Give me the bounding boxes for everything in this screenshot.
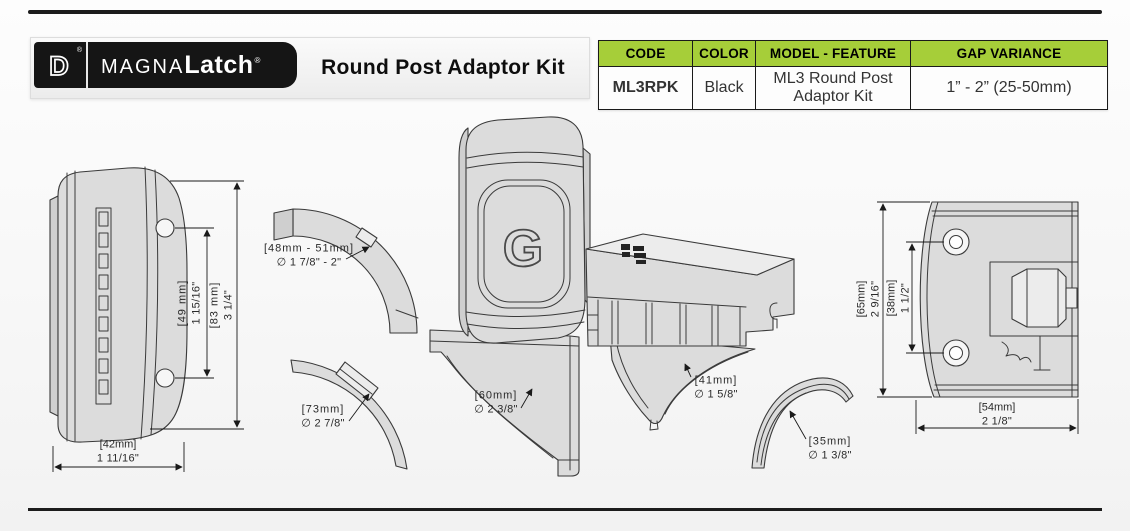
adaptor-73mm-drawing — [290, 359, 408, 470]
dim-label-41mm: [41mm] ∅ 1 5/8" — [694, 374, 737, 403]
flare-60mm-drawing — [429, 329, 580, 477]
dim-diameter: ∅ 1 5/8" — [694, 389, 738, 401]
dim-label-width-left: [42mm] 1 11/16" — [97, 438, 139, 467]
dim-mm: [65mm] — [855, 280, 868, 318]
left-plate-drawing — [49, 166, 244, 472]
dim-mm: [41mm] — [694, 374, 738, 387]
dim-mm: [49 mm] — [176, 279, 189, 327]
spec-header-code: CODE — [598, 40, 693, 67]
dim-label-hole-span-left: [49 mm] 1 15/16" — [176, 280, 205, 327]
registered-mark: ® — [76, 47, 82, 54]
adaptor-48mm-drawing — [273, 208, 419, 334]
brand-latch: Latch — [184, 50, 254, 79]
arm-logo-mark — [621, 244, 646, 264]
dim-inches: 2 1/8" — [981, 416, 1013, 428]
left-plate-dimensions — [52, 180, 244, 472]
rib-strip — [98, 211, 109, 395]
top-rule — [28, 10, 1102, 14]
dim-label-width-right: [54mm] 2 1/8" — [979, 401, 1016, 430]
dim-label-48mm: [48mm - 51mm] ∅ 1 7/8" - 2" — [264, 242, 354, 271]
spec-header-gap: GAP VARIANCE — [910, 40, 1108, 67]
bottom-rule — [28, 508, 1102, 511]
striker-arm-drawing — [585, 233, 795, 347]
dim-diameter: ∅ 1 3/8" — [808, 450, 852, 462]
magnalatch-body-drawing: G — [458, 116, 591, 344]
spring-detail — [1001, 341, 1032, 363]
dim-label-35mm: [35mm] ∅ 1 3/8" — [808, 435, 851, 464]
flare-41mm-drawing — [609, 335, 756, 431]
dim-inches: 1 15/16" — [191, 281, 203, 325]
dim-inches: 1 11/16" — [96, 453, 140, 465]
dim-label-height-left: [83 mm] 3 1/4" — [208, 282, 237, 329]
mount-hole — [155, 218, 175, 238]
dim-diameter: ∅ 2 7/8" — [301, 418, 345, 430]
dim-mm: [60mm] — [474, 389, 518, 402]
dim-label-60mm: [60mm] ∅ 2 3/8" — [474, 389, 517, 418]
right-plate-drawing — [877, 201, 1079, 434]
dim-mm: [48mm - 51mm] — [263, 242, 355, 255]
adjuster-bolt — [1011, 268, 1078, 328]
spec-table: CODE COLOR MODEL - FEATURE GAP VARIANCE … — [598, 40, 1108, 110]
spec-header-row: CODE COLOR MODEL - FEATURE GAP VARIANCE — [598, 40, 1108, 67]
dim-mm: [38mm] — [885, 279, 898, 317]
dim-mm: [83 mm] — [208, 281, 221, 329]
page-title: Round Post Adaptor Kit — [321, 56, 565, 79]
spec-gap: 1” - 2” (25-50mm) — [910, 66, 1108, 110]
dim-mm: [42mm] — [99, 438, 137, 451]
dim-label-73mm: [73mm] ∅ 2 7/8" — [301, 403, 344, 432]
registered-mark: ® — [254, 55, 261, 65]
dim-inches: 3 1/4" — [223, 289, 235, 321]
dim-label-hole-span-right: [38mm] 1 1/2" — [885, 280, 914, 317]
spec-color: Black — [692, 66, 756, 110]
pin-detail — [1033, 335, 1051, 371]
dd-logo: D ® — [34, 42, 88, 88]
dim-label-height-right: [65mm] 2 9/16" — [855, 281, 884, 318]
dd-logo-icon: D — [48, 50, 69, 82]
brand-magna: MAGNA — [101, 55, 185, 78]
spec-data-row: ML3RPK Black ML3 Round Post Adaptor Kit … — [598, 66, 1108, 110]
dim-diameter: ∅ 2 3/8" — [474, 404, 518, 416]
spec-code: ML3RPK — [598, 66, 693, 110]
dim-mm: [54mm] — [978, 401, 1016, 414]
spec-model: ML3 Round Post Adaptor Kit — [755, 66, 911, 110]
right-plate-dimensions — [877, 201, 1079, 434]
dim-inches: 1 1/2" — [900, 282, 912, 314]
latch-emblem: G — [503, 220, 543, 278]
svg-text:D: D — [49, 51, 69, 81]
spec-header-color: COLOR — [692, 40, 756, 67]
dim-mm: [35mm] — [808, 435, 852, 448]
dim-mm: [73mm] — [301, 403, 345, 416]
dim-inches: 2 9/16" — [870, 280, 882, 318]
dim-diameter: ∅ 1 7/8" - 2" — [276, 257, 342, 269]
spec-header-model: MODEL - FEATURE — [755, 40, 911, 67]
adaptor-35mm-drawing — [751, 377, 854, 469]
mount-hole — [155, 368, 175, 388]
